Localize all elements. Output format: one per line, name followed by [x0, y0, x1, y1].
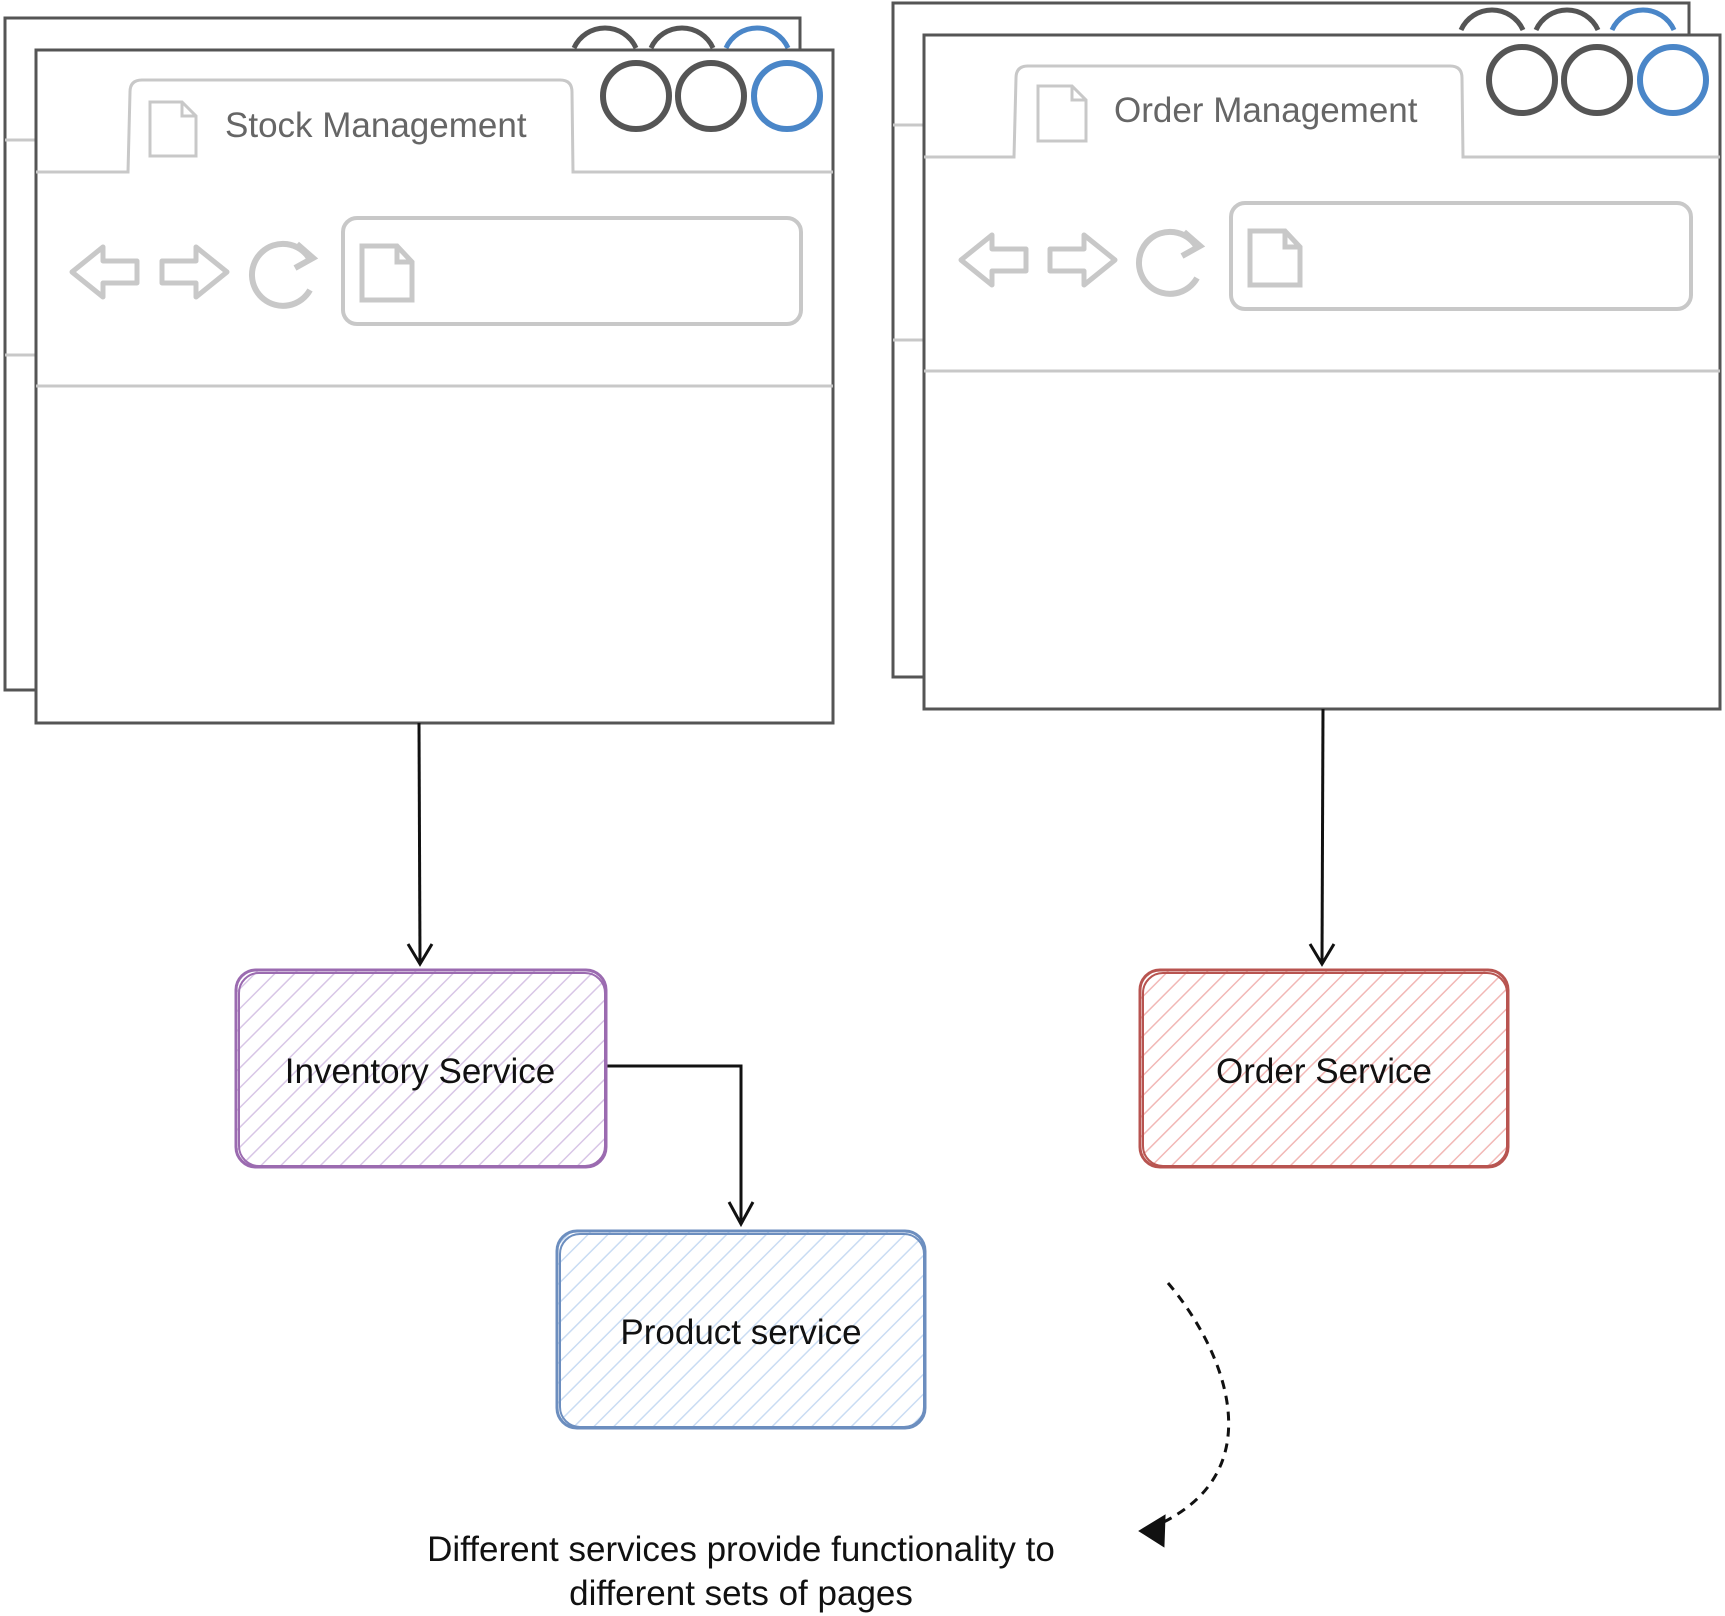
window-control-icon[interactable]	[1637, 44, 1709, 116]
window-control-icon[interactable]	[675, 60, 747, 132]
back-arrow-icon[interactable]	[958, 232, 1029, 288]
address-bar[interactable]	[1229, 201, 1693, 311]
order-service-box[interactable]	[1138, 968, 1510, 1169]
reload-icon[interactable]	[1135, 228, 1206, 297]
arrow-order-window-to-order-service	[1320, 708, 1325, 963]
window-control-icon[interactable]	[751, 60, 823, 132]
tab-page-icon	[148, 100, 198, 158]
dashed-pointer-arrow	[1142, 1282, 1231, 1533]
address-page-icon	[359, 243, 415, 303]
reload-icon[interactable]	[248, 240, 319, 309]
tab-title: Order Management	[1114, 91, 1418, 130]
forward-arrow-icon[interactable]	[1047, 232, 1118, 288]
window-control-icon[interactable]	[1561, 44, 1633, 116]
browser-tab[interactable]	[924, 64, 1720, 159]
annotation-line-1: Different services provide functionality…	[427, 1530, 1055, 1569]
back-window-controls	[571, 25, 791, 50]
window-control-icon[interactable]	[600, 60, 672, 132]
browser-tab[interactable]	[36, 78, 833, 174]
product-service-box[interactable]	[555, 1229, 927, 1430]
order-management-window	[891, 1, 1722, 711]
inventory-service-label: Inventory Service	[284, 1052, 556, 1091]
arrowhead	[406, 943, 434, 967]
forward-arrow-icon[interactable]	[159, 244, 230, 300]
tab-page-icon	[1036, 84, 1088, 143]
stock-management-window	[3, 16, 835, 725]
annotation-note: Different services provide functionality…	[361, 1528, 1121, 1616]
back-arrow-icon[interactable]	[69, 244, 140, 300]
arrowhead	[1308, 943, 1336, 967]
window-control-icon[interactable]	[1486, 44, 1558, 116]
arrow-inventory-to-product	[606, 1064, 743, 1222]
arrow-stock-to-inventory	[417, 722, 422, 963]
inventory-service-box[interactable]	[234, 968, 608, 1169]
arrowhead	[1138, 1514, 1166, 1548]
product-service-label: Product service	[620, 1313, 862, 1352]
address-bar[interactable]	[341, 216, 803, 326]
address-page-icon	[1247, 228, 1303, 288]
connectors	[406, 708, 1336, 1548]
arrowhead	[727, 1201, 755, 1228]
order-service-label: Order Service	[1216, 1052, 1432, 1091]
back-window-controls	[1458, 7, 1677, 32]
tab-title: Stock Management	[225, 106, 527, 145]
annotation-line-2: different sets of pages	[569, 1574, 913, 1613]
